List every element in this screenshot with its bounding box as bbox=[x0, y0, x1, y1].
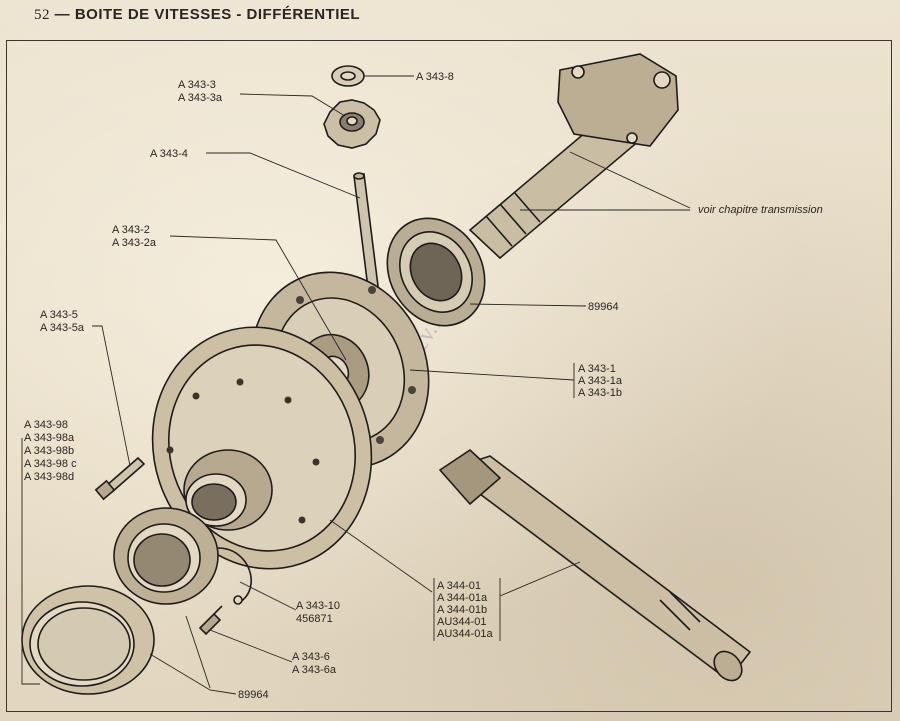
pinion-shaft-part bbox=[438, 448, 752, 682]
svg-text:A 343-2a: A 343-2a bbox=[112, 237, 157, 249]
svg-text:A 343-4: A 343-4 bbox=[150, 148, 188, 160]
svg-text:A 343-10: A 343-10 bbox=[296, 600, 340, 612]
satellite-shaft-part bbox=[353, 172, 379, 289]
svg-text:voir chapitre transmission: voir chapitre transmission bbox=[698, 204, 823, 216]
svg-text:A 343-98d: A 343-98d bbox=[24, 471, 74, 483]
transmission-shaft-part bbox=[468, 53, 679, 260]
svg-text:A 343-1a: A 343-1a bbox=[578, 375, 623, 387]
label-planetary-gear: A 343-2 A 343-2a bbox=[112, 224, 157, 249]
svg-text:A 343-98a: A 343-98a bbox=[24, 432, 75, 444]
label-satellite-gear: A 343-3 A 343-3a bbox=[178, 79, 223, 104]
label-ring-bolts: A 343-98 A 343-98a A 343-98b A 343-98 c … bbox=[24, 419, 77, 483]
page-number: 52 bbox=[34, 7, 50, 23]
svg-text:A 343-2: A 343-2 bbox=[112, 224, 150, 236]
page-title: BOITE DE VITESSES - DIFFÉRENTIEL bbox=[74, 6, 361, 23]
svg-text:A 344-01: A 344-01 bbox=[437, 580, 481, 592]
svg-text:89964: 89964 bbox=[588, 301, 619, 313]
tapered-roller-bearing-part bbox=[113, 507, 219, 605]
label-satellite-shaft: A 343-4 bbox=[150, 148, 188, 160]
svg-text:A 343-1b: A 343-1b bbox=[578, 387, 622, 399]
bearing-cup-part bbox=[21, 585, 155, 695]
screw-part bbox=[198, 605, 223, 636]
label-screw-top: A 343-5 A 343-5a bbox=[40, 309, 85, 334]
svg-text:456871: 456871 bbox=[296, 613, 333, 625]
svg-text:89964: 89964 bbox=[238, 689, 269, 701]
svg-text:AU344-01a: AU344-01a bbox=[437, 628, 494, 640]
svg-text:A 343-5: A 343-5 bbox=[40, 309, 78, 321]
svg-text:A 344-01b: A 344-01b bbox=[437, 604, 487, 616]
bolt-part bbox=[94, 456, 146, 501]
leader-lines bbox=[21, 75, 691, 695]
page-header: 52 — BOITE DE VITESSES - DIFFÉRENTIEL bbox=[34, 6, 360, 28]
label-crown-pinion: A 344-01 A 344-01a A 344-01b AU344-01 AU… bbox=[437, 580, 494, 640]
label-screw-bottom: A 343-6 A 343-6a bbox=[292, 651, 337, 676]
circlip-part bbox=[217, 547, 252, 605]
diagram-frame bbox=[6, 40, 892, 712]
svg-text:A 344-01a: A 344-01a bbox=[437, 592, 488, 604]
label-top-bearing: 89964 bbox=[588, 301, 619, 313]
svg-text:A 343-98: A 343-98 bbox=[24, 419, 68, 431]
svg-text:A 343-3: A 343-3 bbox=[178, 79, 216, 91]
label-differential-case: A 343-1 A 343-1a A 343-1b bbox=[578, 363, 623, 399]
svg-text:A 343-98 c: A 343-98 c bbox=[24, 458, 77, 470]
satellite-gear-part bbox=[323, 99, 381, 149]
svg-text:A 343-5a: A 343-5a bbox=[40, 322, 85, 334]
label-transmission-note: voir chapitre transmission bbox=[698, 204, 823, 216]
header-separator: — bbox=[54, 6, 71, 23]
svg-text:A 343-8: A 343-8 bbox=[416, 71, 454, 83]
svg-text:A 343-3a: A 343-3a bbox=[178, 92, 223, 104]
svg-text:A 343-6a: A 343-6a bbox=[292, 664, 337, 676]
svg-text:A 343-98b: A 343-98b bbox=[24, 445, 74, 457]
label-washer: A 343-8 bbox=[416, 71, 454, 83]
top-bearing-part bbox=[386, 217, 486, 327]
svg-text:A 343-1: A 343-1 bbox=[578, 363, 616, 375]
crown-wheel-part bbox=[151, 326, 373, 570]
svg-text:AU344-01: AU344-01 bbox=[437, 616, 487, 628]
svg-text:A 343-6: A 343-6 bbox=[292, 651, 330, 663]
washer-part bbox=[331, 65, 365, 87]
label-circlip: A 343-10 456871 bbox=[296, 600, 340, 625]
label-bottom-bearing: 89964 bbox=[238, 689, 269, 701]
